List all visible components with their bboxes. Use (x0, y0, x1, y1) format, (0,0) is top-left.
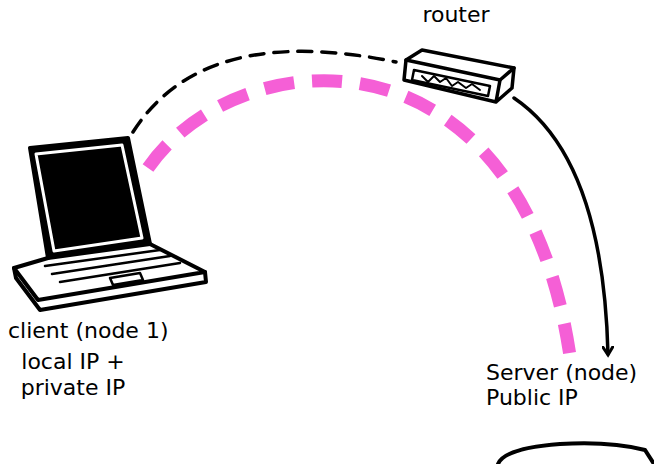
node-label: Server (node) Public IP (486, 360, 646, 411)
client-laptop: client (node 1) local IP + private IP (8, 128, 248, 400)
router-box: router (392, 2, 520, 114)
server-symbol (498, 443, 654, 464)
connector (514, 98, 608, 354)
connector (133, 51, 396, 132)
node-label: client (node 1) (8, 318, 248, 343)
node-label: local IP + private IP (8, 349, 138, 400)
laptop-icon (8, 128, 248, 308)
server-node: Server (node) Public IP (486, 360, 652, 411)
node-label: router (392, 2, 520, 27)
connector (148, 81, 570, 356)
